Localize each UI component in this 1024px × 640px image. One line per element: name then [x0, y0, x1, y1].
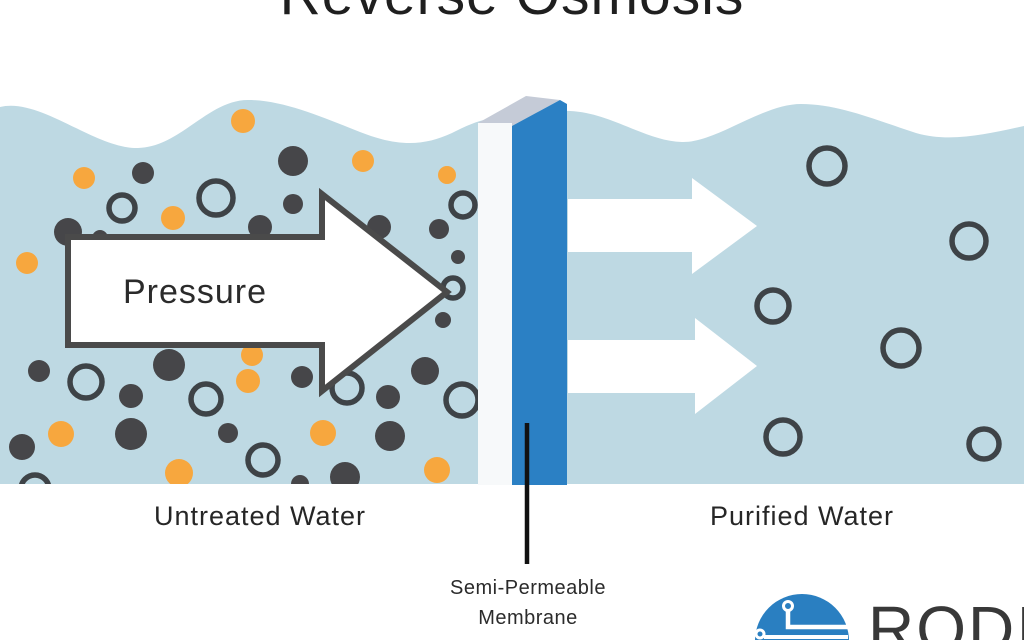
- purified-particles: [754, 145, 1002, 462]
- particle-orange: [236, 369, 260, 393]
- particle-orange: [231, 109, 255, 133]
- particle-orange: [438, 166, 456, 184]
- particle-hollow: [67, 363, 105, 401]
- flow-arrow-bottom: [568, 318, 757, 414]
- particle-hollow: [754, 287, 792, 325]
- logo-circuit: [754, 600, 848, 640]
- particle-dark: [283, 194, 303, 214]
- particle-hollow: [18, 472, 52, 484]
- particle-orange: [16, 252, 38, 274]
- logo-mark: [754, 594, 849, 640]
- membrane-label-line1: Semi-Permeable: [450, 577, 606, 599]
- particle-orange: [161, 206, 185, 230]
- particle-hollow: [245, 442, 281, 478]
- particle-dark: [435, 312, 451, 328]
- particle-dark: [375, 421, 405, 451]
- particle-orange: [165, 459, 193, 484]
- particle-dark: [9, 434, 35, 460]
- pressure-label: Pressure: [122, 273, 268, 311]
- particle-orange: [48, 421, 74, 447]
- particle-dark: [291, 475, 309, 484]
- particle-dark: [248, 215, 272, 239]
- particle-dark: [376, 385, 400, 409]
- logo-dome: [755, 594, 849, 640]
- particle-hollow: [106, 192, 138, 224]
- membrane-front: [478, 123, 512, 485]
- membrane-top: [478, 96, 560, 126]
- particle-dark: [429, 219, 449, 239]
- particle-orange: [241, 344, 263, 366]
- page-title: Reverse Osmosis: [0, 0, 1024, 24]
- particle-dark: [115, 418, 147, 450]
- particle-dark: [153, 349, 185, 381]
- particle-orange: [73, 167, 95, 189]
- particle-hollow: [806, 145, 848, 187]
- untreated-particles: [9, 109, 481, 484]
- flow-arrows: [568, 178, 757, 414]
- particle-hollow: [949, 221, 989, 261]
- purified-water-label: Purified Water: [709, 501, 895, 531]
- particle-dark: [330, 462, 360, 484]
- particle-dark: [218, 423, 238, 443]
- particle-dark: [28, 360, 50, 382]
- particle-hollow: [880, 327, 922, 369]
- membrane-side: [512, 100, 567, 485]
- flow-arrow-top: [568, 178, 757, 274]
- membrane: [478, 96, 567, 485]
- pressure-arrow: [65, 187, 452, 398]
- particle-dark: [291, 366, 313, 388]
- particle-hollow: [196, 178, 236, 218]
- particle-hollow: [763, 417, 803, 457]
- particle-dark: [119, 384, 143, 408]
- untreated-water-label: Untreated Water: [153, 501, 367, 531]
- particle-hollow: [188, 381, 224, 417]
- particle-hollow: [966, 426, 1002, 462]
- particle-orange: [310, 420, 336, 446]
- particle-hollow: [448, 190, 478, 220]
- particle-dark: [132, 162, 154, 184]
- membrane-label: Semi-Permeable Membrane: [408, 573, 648, 633]
- particle-dark: [451, 250, 465, 264]
- particle-orange: [424, 457, 450, 483]
- particle-orange: [352, 150, 374, 172]
- particle-dark: [411, 357, 439, 385]
- particle-dark: [278, 146, 308, 176]
- membrane-label-line2: Membrane: [478, 607, 578, 629]
- logo-text: RODI: [868, 593, 1024, 640]
